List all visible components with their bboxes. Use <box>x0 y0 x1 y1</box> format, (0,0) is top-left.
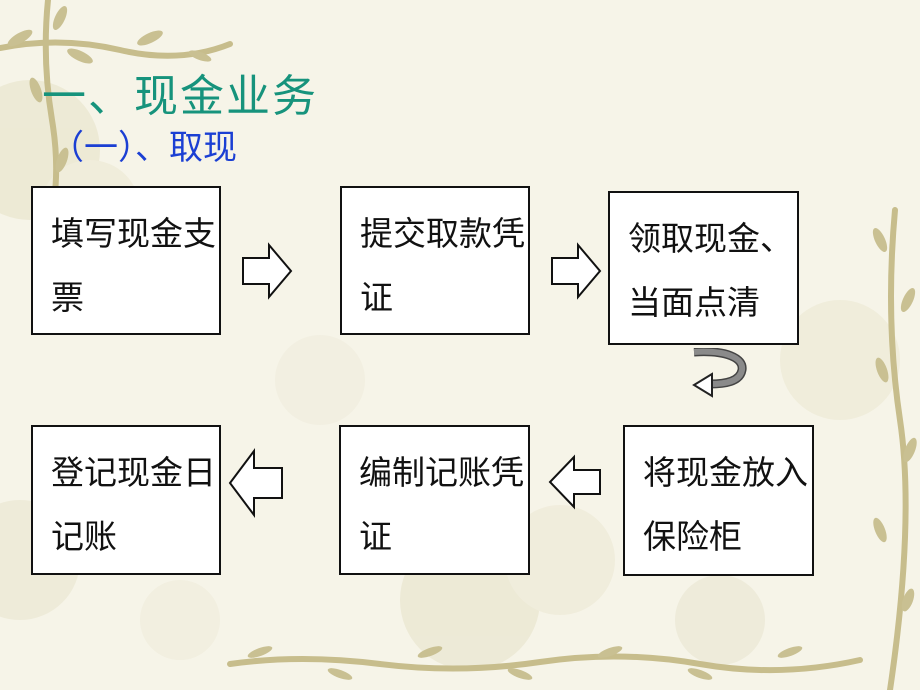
step-label-line-2: 保险柜 <box>643 517 742 556</box>
section-subtitle: （一）、取现 <box>50 128 237 168</box>
step-label-line-1: 填写现金支 <box>51 214 216 253</box>
page-title: 一、现金业务 <box>42 71 318 122</box>
step-label-line-1: 领取现金、 <box>628 219 793 258</box>
step-box-receive-and-count-cash: 领取现金、 当面点清 <box>608 191 799 345</box>
step-label-line-2: 证 <box>360 278 393 317</box>
step-box-prepare-accounting-voucher: 编制记账凭 证 <box>339 425 530 575</box>
step-box-fill-cash-check: 填写现金支 票 <box>31 186 221 335</box>
step-label-line-1: 将现金放入 <box>643 453 808 492</box>
step-box-put-cash-in-safe: 将现金放入 保险柜 <box>623 425 814 576</box>
arrow-left-icon <box>228 448 283 518</box>
step-box-submit-withdrawal-voucher: 提交取款凭 证 <box>340 186 530 335</box>
step-label-line-1: 提交取款凭 <box>360 214 525 253</box>
step-label-line-2: 票 <box>51 278 84 317</box>
arrow-right-icon <box>551 242 602 300</box>
step-box-record-cash-journal: 登记现金日 记账 <box>31 425 221 575</box>
arrow-right-icon <box>242 242 293 300</box>
step-label-line-2: 记账 <box>51 517 117 556</box>
step-label-line-2: 当面点清 <box>628 283 760 322</box>
step-label-line-1: 登记现金日 <box>51 453 216 492</box>
arrow-left-icon <box>548 454 601 510</box>
step-label-line-1: 编制记账凭 <box>359 453 524 492</box>
step-label-line-2: 证 <box>359 517 392 556</box>
u-turn-arrow-icon <box>692 348 747 398</box>
